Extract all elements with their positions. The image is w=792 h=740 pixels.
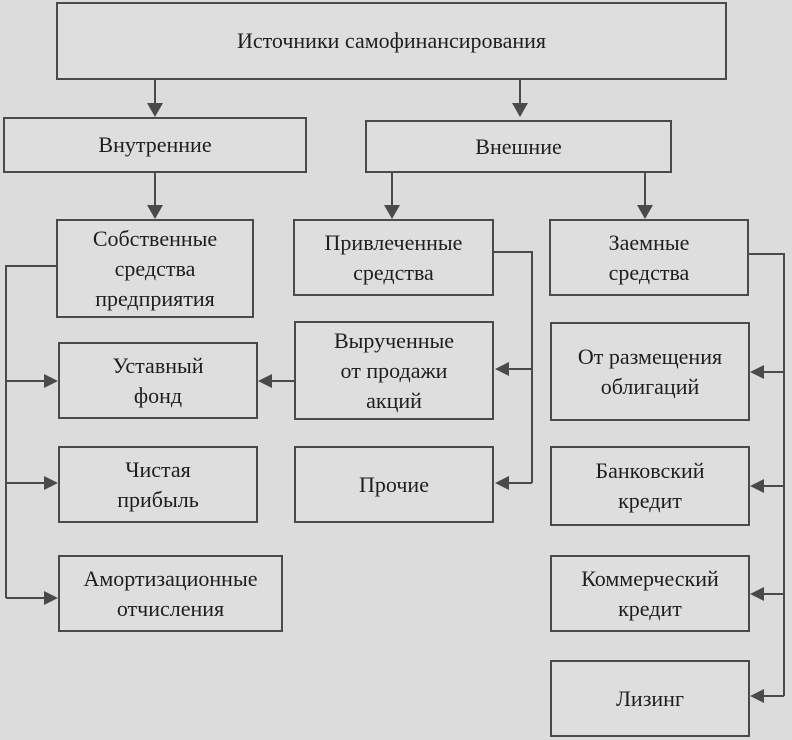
arrowhead-bank-credit (750, 479, 764, 493)
commercial-credit-node: Коммерческий кредит (550, 555, 750, 632)
arrowhead-internal (147, 103, 163, 117)
own-funds-node: Собственные средства предприятия (56, 219, 254, 318)
charter-fund-node: Уставный фонд (58, 342, 258, 419)
root-node: Источники самофинансирования (56, 2, 727, 80)
arrowhead-borrowed-funds (637, 205, 653, 219)
bonds-node: От размещения облигаций (550, 322, 750, 421)
net-profit-node: Чистая прибыль (58, 446, 258, 523)
internal-sources-node: Внутренние (3, 117, 307, 173)
arrowhead-commercial-credit (750, 587, 764, 601)
arrowhead-other (495, 476, 509, 490)
arrowhead-attracted-funds (384, 205, 400, 219)
bank-credit-node: Банковский кредит (550, 446, 750, 526)
attracted-funds-node: Привлеченные средства (293, 219, 494, 296)
leasing-node: Лизинг (550, 660, 750, 737)
arrowhead-net-profit (44, 476, 58, 490)
arrowhead-own-funds (147, 205, 163, 219)
borrowed-funds-node: Заемные средства (549, 219, 749, 296)
arrowhead-sale-to-charter (258, 374, 272, 388)
connector-own-bus (5, 265, 56, 598)
share-sale-node: Вырученные от продажи акций (294, 321, 494, 420)
arrowhead-external (512, 103, 528, 117)
external-sources-node: Внешние (365, 120, 672, 173)
arrowhead-leasing (750, 689, 764, 703)
arrowhead-share-sale (495, 362, 509, 376)
connector-borrowed-bus (749, 253, 785, 696)
other-node: Прочие (294, 446, 494, 523)
connector-attracted-bus (494, 251, 533, 483)
arrowhead-depreciation (44, 591, 58, 605)
arrowhead-charter-fund (44, 374, 58, 388)
depreciation-node: Амортизационные отчисления (58, 555, 283, 632)
arrowhead-bonds (750, 365, 764, 379)
